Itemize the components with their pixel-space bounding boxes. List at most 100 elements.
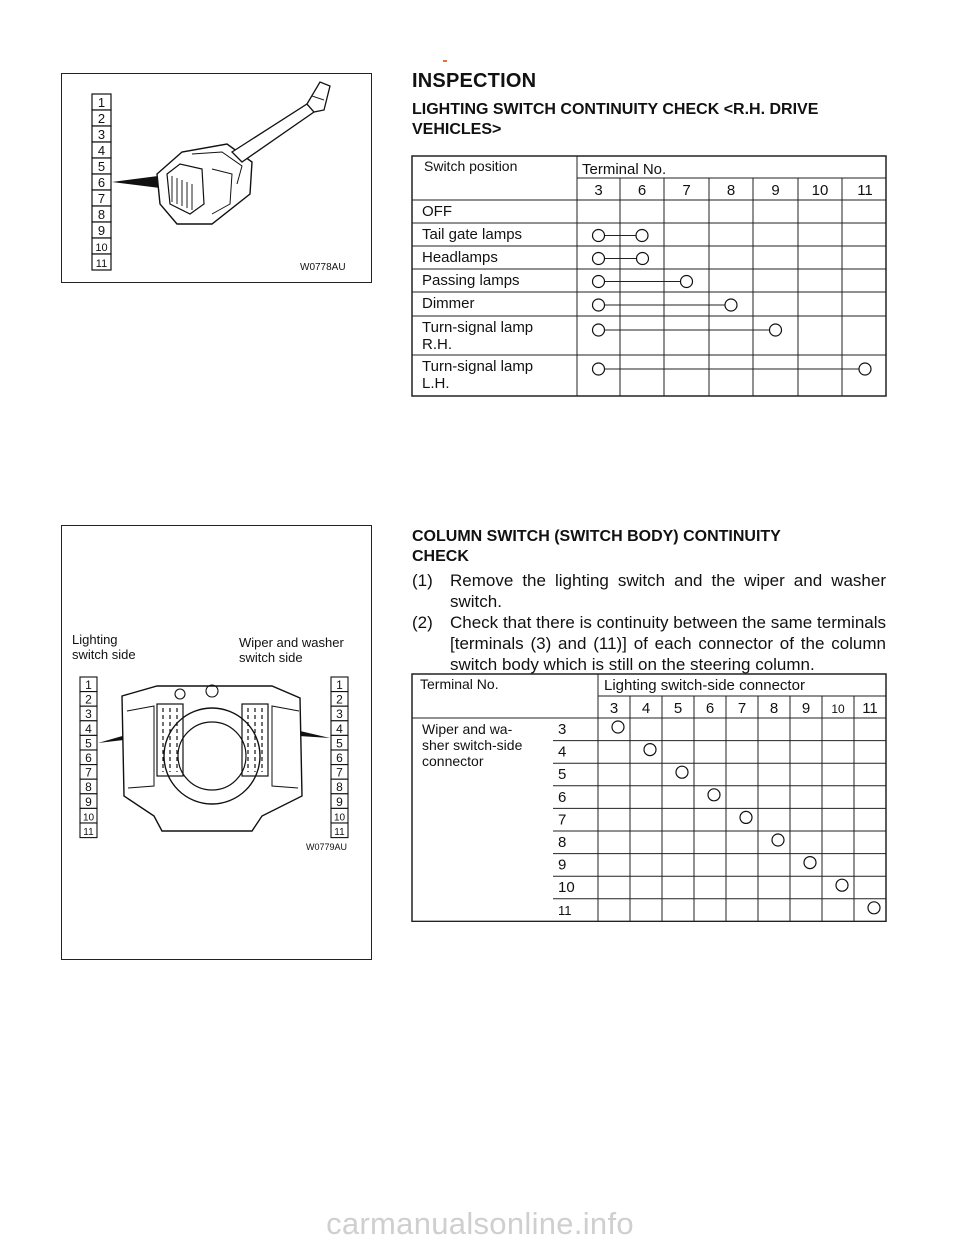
terminal-number-label: 1 bbox=[98, 95, 105, 110]
terminal-number-label: 5 bbox=[85, 736, 92, 750]
terminal-number-label: 2 bbox=[336, 693, 343, 707]
step-text: Remove the lighting switch and the wiper… bbox=[450, 571, 886, 611]
figure-code: W0778AU bbox=[300, 262, 346, 273]
lever-detail bbox=[311, 95, 325, 101]
bracket-right bbox=[271, 705, 300, 789]
terminal-number-label: 7 bbox=[336, 766, 343, 780]
terminal-number-label: 1 bbox=[336, 678, 343, 692]
continuity-node bbox=[635, 228, 649, 243]
terminal-number-label: 8 bbox=[336, 780, 343, 794]
column-terminal-header: 7 bbox=[738, 700, 746, 717]
switch-position-label: Tail gate lamps bbox=[422, 226, 522, 243]
column-terminal-header: 3 bbox=[610, 700, 618, 717]
terminal-number-label: 3 bbox=[98, 127, 105, 142]
terminal-number-label: 5 bbox=[98, 159, 105, 174]
row-terminal-label: 10 bbox=[558, 879, 575, 896]
row-terminal-label: 6 bbox=[558, 789, 566, 806]
switch-position-label: L.H. bbox=[422, 375, 450, 392]
continuity-node bbox=[739, 810, 753, 824]
continuity-node bbox=[591, 362, 606, 376]
switch-detail bbox=[191, 151, 243, 185]
terminal-number-label: 8 bbox=[85, 780, 92, 794]
figure-code: W0779AU bbox=[306, 842, 347, 852]
terminal-header: 3 bbox=[594, 182, 602, 199]
corner-label: Switch position bbox=[424, 158, 517, 174]
terminal-number-label: 11 bbox=[83, 827, 94, 838]
wiper-side-label: switch side bbox=[239, 650, 303, 665]
terminal-number-label: 6 bbox=[336, 751, 343, 765]
terminal-number-label: 9 bbox=[85, 795, 92, 809]
table-border bbox=[411, 673, 887, 922]
terminal-number-label: 9 bbox=[98, 223, 105, 238]
switch-detail bbox=[211, 168, 233, 215]
terminal-number-label: 10 bbox=[83, 812, 95, 823]
row-terminal-label: 5 bbox=[558, 766, 566, 783]
terminal-header: 9 bbox=[771, 182, 779, 199]
continuity-node bbox=[591, 274, 606, 289]
switch-position-label: OFF bbox=[422, 203, 452, 220]
page-mark bbox=[443, 60, 447, 62]
lighting-side-label: switch side bbox=[72, 647, 136, 662]
column-terminal-header: 9 bbox=[802, 700, 810, 717]
terminal-header: 6 bbox=[638, 182, 646, 199]
row-group-label: Wiper and wa- bbox=[422, 721, 513, 737]
mount-hole bbox=[205, 684, 219, 698]
continuity-node bbox=[679, 274, 694, 289]
continuity-node bbox=[724, 298, 738, 312]
section-heading: INSPECTION bbox=[412, 70, 537, 92]
step-item: (2) Check that there is continuity betwe… bbox=[412, 612, 886, 675]
switch-position-label: Turn-signal lamp bbox=[422, 358, 533, 375]
continuity-node bbox=[835, 878, 849, 892]
lighting-check-title: LIGHTING SWITCH CONTINUITY CHECK <R.H. D… bbox=[412, 101, 819, 138]
step-text: Check that there is continuity between t… bbox=[450, 613, 886, 674]
terminal-header: 11 bbox=[857, 182, 873, 199]
continuity-node bbox=[591, 323, 606, 337]
column-check-title: COLUMN SWITCH (SWITCH BODY) CONTINUITY C… bbox=[412, 527, 886, 567]
column-terminal-header: 5 bbox=[674, 700, 682, 717]
terminal-number-box bbox=[330, 822, 349, 839]
terminal-number-label: 10 bbox=[334, 812, 346, 823]
column-terminal-header: 10 bbox=[831, 702, 845, 716]
column-continuity-table: Terminal No.Lighting switch-side connect… bbox=[411, 673, 887, 922]
row-terminal-label: 11 bbox=[558, 903, 572, 918]
lever-stalk bbox=[230, 103, 315, 163]
continuity-node bbox=[867, 901, 881, 915]
connector-housing bbox=[166, 163, 205, 215]
lever-knob bbox=[306, 81, 331, 113]
terminal-header: 8 bbox=[727, 182, 735, 199]
steering-bore-outer bbox=[163, 707, 261, 805]
footer-watermark: carmanualsonline.info bbox=[326, 1206, 634, 1241]
terminal-number-label: 6 bbox=[85, 751, 92, 765]
terminal-number-label: 9 bbox=[336, 795, 343, 809]
switch-position-label: R.H. bbox=[422, 336, 452, 353]
steering-bore-inner bbox=[177, 721, 247, 791]
bracket-left bbox=[126, 705, 155, 789]
wiper-connector-housing bbox=[241, 703, 269, 777]
row-terminal-label: 8 bbox=[558, 834, 566, 851]
terminal-number-label: 3 bbox=[85, 707, 92, 721]
terminal-number-label: 10 bbox=[95, 242, 107, 254]
row-group-label: sher switch-side bbox=[422, 737, 523, 753]
continuity-node bbox=[771, 833, 785, 847]
continuity-node bbox=[858, 362, 872, 376]
continuity-node bbox=[635, 251, 650, 266]
column-terminal-header: 6 bbox=[706, 700, 714, 717]
column-check-title-line: COLUMN SWITCH (SWITCH BODY) CONTINUITY bbox=[412, 528, 781, 545]
continuity-node bbox=[591, 251, 606, 266]
terminal-number-box bbox=[91, 253, 112, 271]
continuity-node bbox=[591, 298, 606, 312]
terminal-number-label: 7 bbox=[85, 766, 92, 780]
terminal-group-label: Terminal No. bbox=[582, 161, 666, 178]
continuity-node bbox=[707, 788, 721, 802]
column-check-title-line: CHECK bbox=[412, 548, 469, 565]
corner-label: Terminal No. bbox=[420, 676, 499, 692]
terminal-number-label: 4 bbox=[85, 722, 92, 736]
switch-body-outline bbox=[121, 685, 303, 832]
switch-position-label: Headlamps bbox=[422, 249, 498, 266]
row-terminal-label: 3 bbox=[558, 721, 566, 738]
